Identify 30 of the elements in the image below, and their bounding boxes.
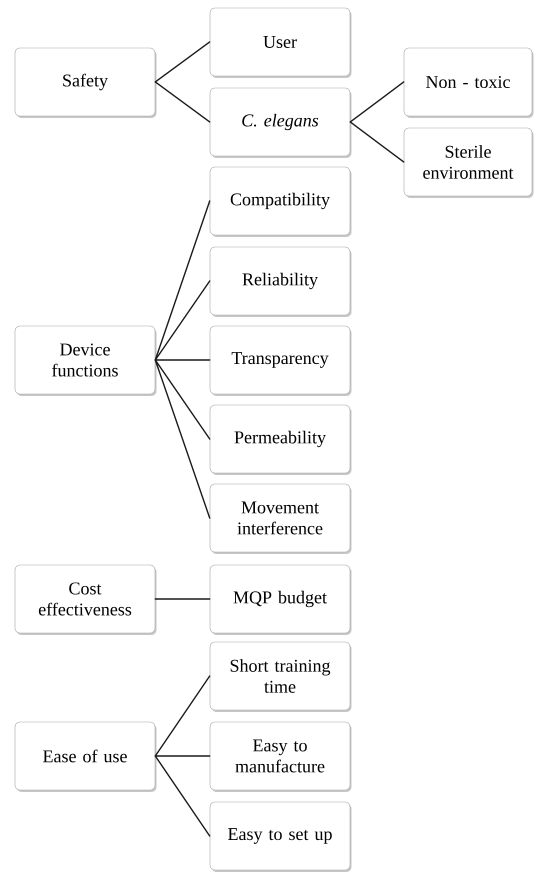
connector-line	[154, 359, 210, 440]
text-box: C. elegans	[210, 88, 352, 158]
text-box: Permeability	[210, 404, 352, 475]
text-box: Sterile environment	[404, 128, 534, 198]
connector-line	[350, 81, 404, 123]
text-box: Cost effectiveness	[14, 564, 156, 635]
text-box: User	[210, 8, 352, 78]
text-box: Movement interference	[210, 484, 352, 554]
text-box: Compatibility	[210, 166, 352, 237]
connector-line	[350, 121, 404, 163]
text-box: Non - toxic	[404, 48, 534, 118]
connector-line	[154, 755, 210, 837]
connector-line	[154, 755, 210, 757]
connector-line	[154, 598, 210, 600]
text-box: Easy to set up	[210, 802, 352, 872]
text-box: Short training time	[210, 642, 352, 712]
text-box: Safety	[14, 48, 156, 118]
text-box: Easy to manufacture	[210, 722, 352, 792]
text-box: MQP budget	[210, 564, 352, 635]
connector-line	[154, 359, 210, 519]
text-box: Transparency	[210, 326, 352, 396]
connector-line	[154, 359, 210, 361]
connector-line	[154, 200, 210, 361]
connector-line	[154, 41, 210, 83]
text-box: Device functions	[14, 326, 156, 396]
connector-line	[154, 280, 210, 361]
connector-line	[154, 675, 210, 757]
text-box: Ease of use	[14, 722, 156, 792]
connector-line	[154, 81, 210, 123]
text-box: Reliability	[210, 246, 352, 317]
